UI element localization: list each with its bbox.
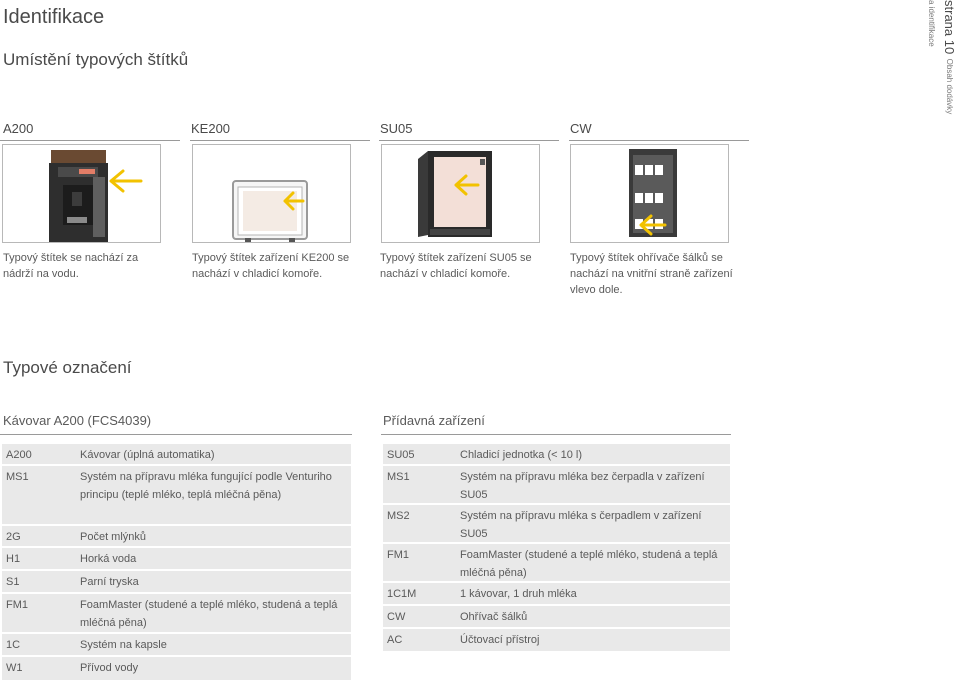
page-indicator: strana 10 Obsah dodávky a identifikace	[927, 0, 958, 120]
row-desc: 1 kávovar, 1 druh mléka	[460, 588, 577, 600]
page-section: Obsah dodávky a identifikace	[927, 0, 954, 115]
table-row: AC Účtovací přístroj	[383, 629, 730, 651]
row-desc: FoamMaster (studené a teplé mléko, stude…	[460, 549, 718, 579]
divider	[569, 140, 749, 141]
table-row: 1C1M 1 kávovar, 1 druh mléka	[383, 583, 730, 604]
divider	[0, 434, 352, 435]
table-row: W1 Přívod vody	[2, 657, 351, 680]
section-title: Typové označení	[3, 358, 132, 377]
table-row: MS2 Systém na přípravu mléka s čerpadlem…	[383, 505, 730, 542]
divider	[0, 140, 180, 141]
row-desc: Účtovací přístroj	[460, 634, 540, 646]
table-row: A200 Kávovar (úplná automatika)	[2, 444, 351, 464]
row-desc: Kávovar (úplná automatika)	[80, 449, 215, 461]
row-desc: Systém na přípravu mléka bez čerpadla v …	[460, 471, 705, 501]
row-desc: Chladicí jednotka (< 10 l)	[460, 449, 582, 461]
row-desc: FoamMaster (studené a teplé mléko, stude…	[80, 599, 338, 629]
caption-cw: Typový štítek ohřívače šálků se nachází …	[570, 252, 733, 296]
caption-a200: Typový štítek se nachází za nádrží na vo…	[3, 252, 139, 280]
caption-ke200: Typový štítek zařízení KE200 se nachází …	[192, 252, 350, 280]
row-code: MS1	[6, 471, 29, 483]
extra-table: SU05 Chladicí jednotka (< 10 l) MS1 Syst…	[383, 444, 730, 653]
row-code: 2G	[6, 531, 21, 543]
row-code: FM1	[387, 549, 409, 561]
table-row: S1 Parní tryska	[2, 571, 351, 592]
row-code: FM1	[6, 599, 28, 611]
row-desc: Horká voda	[80, 553, 137, 565]
row-desc: Systém na přípravu mléka fungující podle…	[80, 471, 332, 501]
row-code: MS1	[387, 471, 410, 483]
row-code: AC	[387, 634, 403, 646]
table-row: H1 Horká voda	[2, 548, 351, 569]
su05-image	[381, 144, 540, 243]
arrow-icon	[109, 169, 143, 193]
arrow-icon	[283, 191, 305, 211]
table-row: MS1 Systém na přípravu mléka bez čerpadl…	[383, 466, 730, 503]
row-code: 1C	[6, 639, 21, 651]
table-row: 1C Systém na kapsle	[2, 634, 351, 655]
machine-table-title: Kávovar A200 (FCS4039)	[3, 413, 152, 428]
a200-image	[2, 144, 161, 243]
row-code: 1C1M	[387, 588, 417, 600]
page-number: strana 10	[942, 0, 957, 55]
page-title: Identifikace	[3, 6, 105, 28]
arrow-icon	[454, 174, 480, 196]
divider	[190, 140, 370, 141]
row-code: H1	[6, 553, 21, 565]
cw-image	[570, 144, 729, 243]
table-row: 2G Počet mlýnků	[2, 526, 351, 546]
row-desc: Systém na přípravu mléka s čerpadlem v z…	[460, 510, 702, 540]
cooling-unit-open-icon	[418, 151, 492, 237]
row-code: MS2	[387, 510, 410, 522]
row-code: W1	[6, 662, 23, 674]
row-desc: Ohřívač šálků	[460, 611, 528, 623]
row-desc: Počet mlýnků	[80, 531, 147, 543]
table-row: FM1 FoamMaster (studené a teplé mléko, s…	[2, 594, 351, 632]
cup-warmer-icon	[629, 149, 677, 237]
page-subtitle: Umístění typových štítků	[3, 50, 189, 69]
row-desc: Systém na kapsle	[80, 639, 167, 651]
extra-table-title: Přídavná zařízení	[383, 413, 485, 428]
device-label-ke200: KE200	[191, 121, 231, 136]
divider	[379, 140, 559, 141]
device-label-cw: CW	[570, 121, 592, 136]
coffee-machine-icon	[49, 150, 143, 242]
machine-table: A200 Kávovar (úplná automatika) MS1 Syst…	[2, 444, 351, 682]
cooling-unit-icon	[232, 180, 308, 242]
row-desc: Parní tryska	[80, 576, 139, 588]
row-code: S1	[6, 576, 20, 588]
arrow-icon	[639, 214, 667, 236]
device-label-a200: A200	[3, 121, 34, 136]
caption-su05: Typový štítek zařízení SU05 se nachází v…	[380, 252, 532, 280]
row-desc: Přívod vody	[80, 662, 139, 674]
ke200-image	[192, 144, 351, 243]
table-row: FM1 FoamMaster (studené a teplé mléko, s…	[383, 544, 730, 581]
divider	[381, 434, 731, 435]
row-code: CW	[387, 611, 406, 623]
table-row: CW Ohřívač šálků	[383, 606, 730, 627]
table-row: SU05 Chladicí jednotka (< 10 l)	[383, 444, 730, 464]
device-label-su05: SU05	[380, 121, 413, 136]
row-code: A200	[6, 449, 32, 461]
table-row: MS1 Systém na přípravu mléka fungující p…	[2, 466, 351, 524]
row-code: SU05	[387, 449, 415, 461]
